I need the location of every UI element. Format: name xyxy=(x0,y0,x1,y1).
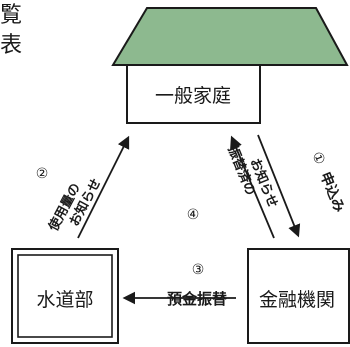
household-house: 一般家庭 xyxy=(111,7,349,124)
step2-annotation: 使用量の お知らせ xyxy=(45,176,105,235)
step1-annotation: ① 申込み xyxy=(308,150,348,215)
house-roof xyxy=(111,7,349,66)
arrow-step4 xyxy=(230,135,275,239)
water-dept-outer-border xyxy=(11,248,119,344)
step2-number: ② xyxy=(36,166,49,182)
arrow-step1 xyxy=(257,134,301,238)
cut-heading-char-bottom: 表 xyxy=(0,33,22,58)
step4-number: ④ xyxy=(187,207,200,223)
step1-number: ① xyxy=(308,150,328,168)
step4-annotation: 振替済の お知らせ xyxy=(224,144,281,211)
water-dept-box: 水道部 xyxy=(11,248,119,344)
water-dept-inner-border xyxy=(17,254,113,338)
step3-label: 預金振替 xyxy=(167,290,228,308)
bank-label: 金融機関 xyxy=(259,289,335,311)
step1-label: 申込み xyxy=(317,170,348,215)
arrow-step2 xyxy=(77,135,130,239)
bank-box: 金融機関 xyxy=(247,248,350,344)
water-dept-label: 水道部 xyxy=(36,289,93,311)
house-body xyxy=(126,64,261,124)
step3-number: ③ xyxy=(192,262,205,278)
bank-border xyxy=(247,248,350,344)
cut-heading-char-top: 覧 xyxy=(0,3,22,28)
household-label: 一般家庭 xyxy=(155,85,231,107)
